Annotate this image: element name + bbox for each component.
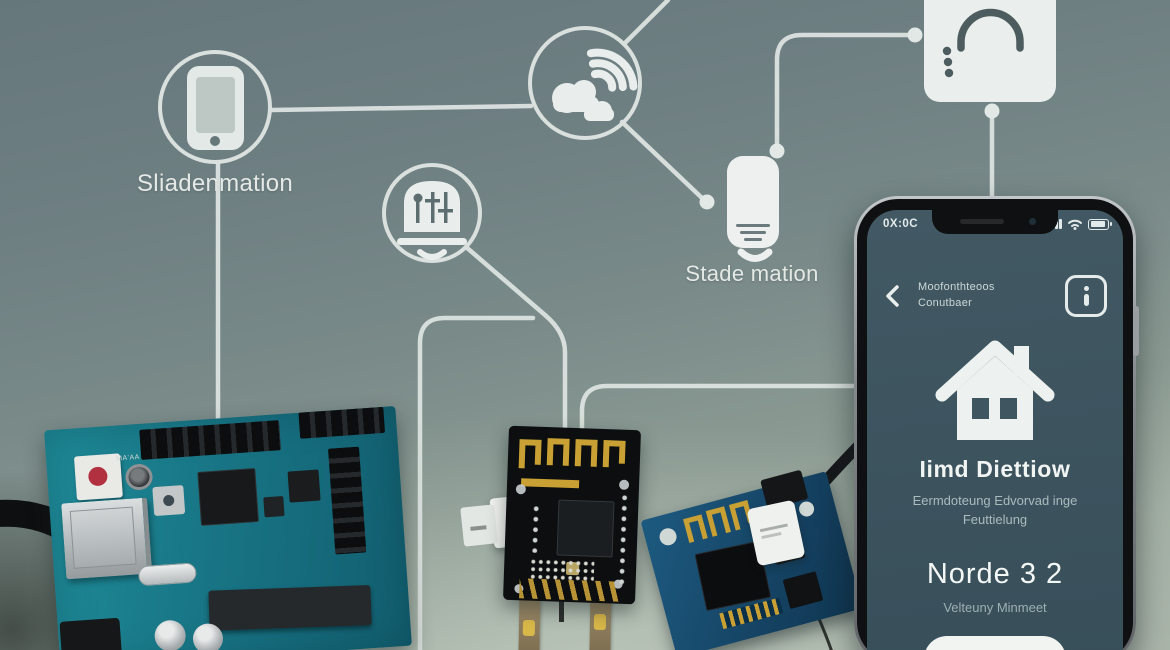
line-phone-to-cloud xyxy=(269,103,534,113)
line-cloud-to-plug xyxy=(619,119,705,201)
smartphone-node-label: Sliadenmation xyxy=(137,170,293,197)
esp-center-pin xyxy=(559,592,564,622)
controller-node xyxy=(382,163,482,263)
connector-dots xyxy=(699,27,1000,210)
mounting-hole xyxy=(515,484,527,495)
reset-button-cap xyxy=(87,466,109,487)
usb-b-face xyxy=(69,506,137,569)
mounting-hole xyxy=(618,479,630,490)
adapter-label-line xyxy=(759,523,788,533)
pin-header xyxy=(139,420,281,460)
solder-blob xyxy=(593,613,607,631)
house-icon xyxy=(935,340,1055,440)
mounting-hole xyxy=(797,499,816,519)
gold-pad-bar xyxy=(520,478,580,489)
ic-chip xyxy=(287,469,321,503)
lock-shackle-icon xyxy=(957,8,1024,52)
female-header xyxy=(328,446,367,555)
pin-header xyxy=(298,406,386,439)
device-status: Velteuny Minmeet xyxy=(943,600,1047,615)
dots-icon xyxy=(942,46,954,78)
phone-screen: 0X:0C xyxy=(867,210,1123,650)
status-time: 0X:0C xyxy=(883,218,919,230)
pin-pads xyxy=(530,504,544,553)
smart-plug-icon xyxy=(727,156,779,262)
mounting-hole xyxy=(657,526,679,548)
capacitor xyxy=(153,619,187,650)
mcu-chip xyxy=(197,467,259,526)
control-panel-icon xyxy=(397,181,467,260)
wifi-icon xyxy=(1068,219,1082,230)
esp8266-module xyxy=(503,425,641,605)
pin-pads xyxy=(617,493,632,587)
adapter-label-line xyxy=(761,531,782,540)
dip-chip xyxy=(208,585,372,631)
app-header-title: Moofonthteoos Conutbaer xyxy=(918,281,995,309)
line-controller-to-esp xyxy=(463,244,568,473)
silkscreen-text: MA'AA xyxy=(115,453,141,463)
wifi-chip xyxy=(556,499,615,558)
chevron-left-icon[interactable] xyxy=(885,284,900,308)
device-name: Norde 3 2 xyxy=(926,558,1064,590)
camera-dot xyxy=(1029,218,1036,225)
arduino-board: MA'AA xyxy=(44,406,412,650)
cloud-wifi-node xyxy=(528,26,642,140)
ic-chip xyxy=(263,496,285,518)
pcb-antenna-trace xyxy=(518,438,626,469)
usb-slot xyxy=(470,525,487,531)
page-title: Iimd Diettiow xyxy=(919,456,1071,482)
button-center xyxy=(162,494,175,507)
notch xyxy=(932,210,1058,234)
action-button[interactable]: Rockview xyxy=(924,636,1066,650)
gold-pins xyxy=(519,578,622,602)
line-lock-to-plug xyxy=(774,32,916,149)
smartphone-icon xyxy=(187,66,244,150)
page-subtitle: Eermdoteung Edvorvad inge Feuttielung xyxy=(912,493,1078,527)
line-cloud-to-top xyxy=(621,0,671,47)
usb-plug-head xyxy=(460,504,499,547)
usb-b-port xyxy=(61,497,153,580)
phone-side-button xyxy=(1133,306,1139,356)
round-component xyxy=(124,463,154,491)
app-header: Moofonthteoos Conutbaer xyxy=(885,272,1107,320)
smart-lock-node xyxy=(924,0,1056,102)
power-jack xyxy=(59,617,123,650)
solder-blob xyxy=(522,619,536,637)
smart-plug-node-label: Stade mation xyxy=(685,261,819,286)
smartphone-device: 0X:0C xyxy=(854,196,1139,650)
smartphone-node xyxy=(158,50,272,164)
line-esp-to-phone xyxy=(579,383,863,473)
smart-plug-node xyxy=(727,156,779,262)
battery-icon xyxy=(1088,218,1112,230)
ic-chip xyxy=(782,571,824,610)
crystal-oscillator xyxy=(137,562,198,587)
menu-box-icon[interactable] xyxy=(1065,275,1107,317)
line-branch-down xyxy=(417,315,536,650)
metal-button xyxy=(152,484,186,517)
speaker-slot xyxy=(960,219,1004,224)
cloud-wifi-icon xyxy=(552,48,638,121)
